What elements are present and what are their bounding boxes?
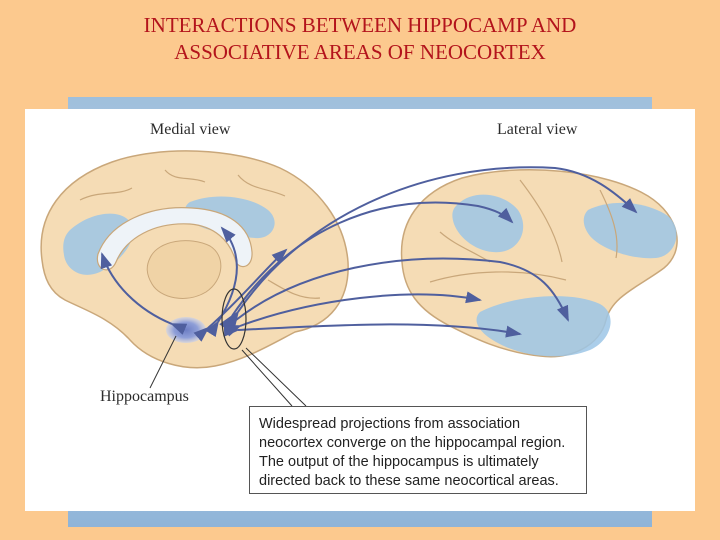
lateral-view-label: Lateral view: [497, 121, 577, 139]
lateral-brain: [402, 170, 678, 357]
thalamus: [147, 241, 221, 299]
caption-pointer-lines: [242, 348, 306, 406]
hippocampus-label: Hippocampus: [100, 388, 189, 406]
caption-box: Widespread projections from association …: [249, 406, 587, 494]
medial-view-label: Medial view: [150, 121, 230, 139]
hippocampus-region: [166, 317, 206, 343]
lateral-blue-area-3: [477, 296, 611, 356]
medial-brain: [41, 151, 348, 368]
